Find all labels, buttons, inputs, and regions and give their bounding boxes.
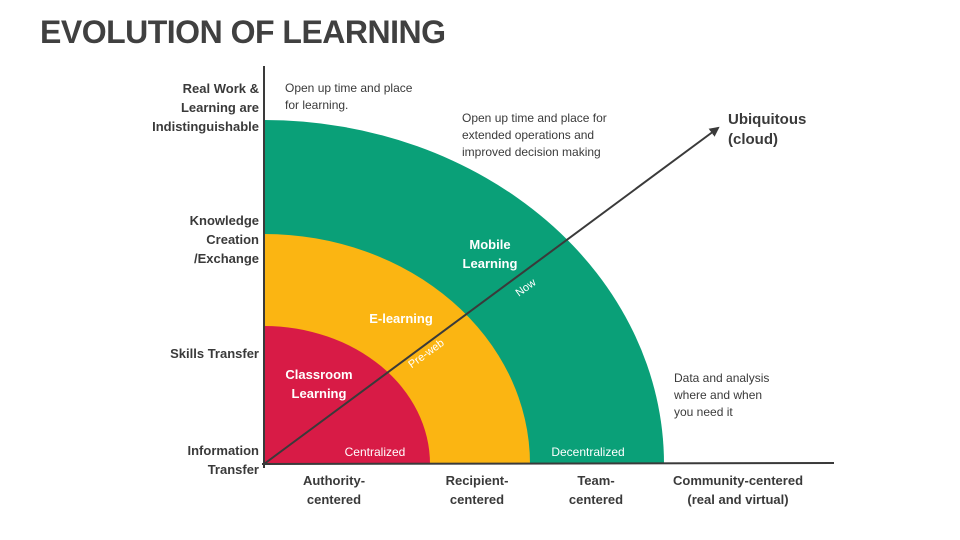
note-top-right: Open up time and place for extended oper… xyxy=(462,111,607,159)
note-bottom-right: Data and analysis where and when you nee… xyxy=(674,371,770,419)
evolution-arrow xyxy=(263,126,720,465)
x-label-community-centered: Community-centered (real and virtual) xyxy=(672,473,804,507)
ubiquitous-label: Ubiquitous (cloud) xyxy=(728,111,807,148)
x-axis-line xyxy=(261,462,835,465)
classroom-learning-zone xyxy=(264,326,430,464)
y-label-skills-transfer: Skills Transfer xyxy=(170,346,259,361)
note-top-left: Open up time and place for learning. xyxy=(285,81,413,112)
y-label-real-work: Real Work & Learning are Indistinguishab… xyxy=(152,81,259,134)
decentralized-label: Decentralized xyxy=(551,445,625,459)
page-title: EVOLUTION OF LEARNING xyxy=(40,14,446,50)
x-label-recipient-centered: Recipient- centered xyxy=(445,473,509,507)
zone-label-mobile: Mobile Learning xyxy=(462,237,518,271)
zone-label-elearning: E-learning xyxy=(369,311,433,326)
x-label-team-centered: Team- centered xyxy=(568,473,624,507)
y-label-information-transfer: Information Transfer xyxy=(187,443,260,477)
zone-label-classroom: Classroom Learning xyxy=(285,367,353,401)
centralized-label: Centralized xyxy=(344,445,406,459)
y-label-knowledge-creation: Knowledge Creation /Exchange xyxy=(189,213,259,266)
x-label-authority-centered: Authority- centered xyxy=(302,473,366,507)
